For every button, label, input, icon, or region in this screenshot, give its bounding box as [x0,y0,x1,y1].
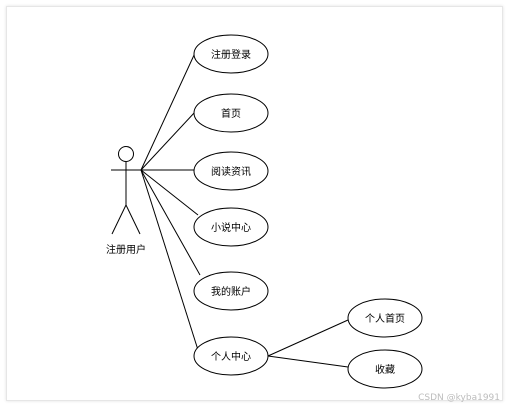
association-favorites [267,355,349,368]
actor-figure [111,146,141,235]
use-case-personal-center: 个人中心 [193,336,269,376]
use-case-label: 收藏 [375,363,395,376]
use-case-label: 阅读资讯 [211,165,251,178]
use-case-label: 个人中心 [211,350,251,363]
actor-right-leg [125,204,141,235]
associations [140,52,349,368]
actor-label: 注册用户 [106,243,146,256]
use-case-label: 我的账户 [211,285,251,298]
use-case-register-login: 注册登录 [193,34,269,74]
association-personal-home [267,319,349,357]
use-case-read-news: 阅读资讯 [193,151,269,191]
association-novel-center [140,169,199,216]
use-case-my-account: 我的账户 [193,271,269,311]
use-case-personal-home: 个人首页 [347,298,423,338]
association-my-account [140,169,201,276]
association-personal-center [140,169,199,351]
use-case-label: 注册登录 [211,48,251,61]
actor-head [118,146,134,162]
use-case-label: 首页 [221,107,241,120]
use-case-favorites: 收藏 [347,349,423,389]
watermark-text: CSDN @kyba1991 [418,393,500,403]
use-case-label: 小说中心 [211,221,251,234]
use-case-label: 个人首页 [365,312,405,325]
association-home [140,111,196,171]
diagram-frame [6,6,503,401]
actor-left-leg [111,204,127,235]
use-case-home: 首页 [193,93,269,133]
use-case-novel-center: 小说中心 [193,207,269,247]
association-register-login [140,52,196,171]
